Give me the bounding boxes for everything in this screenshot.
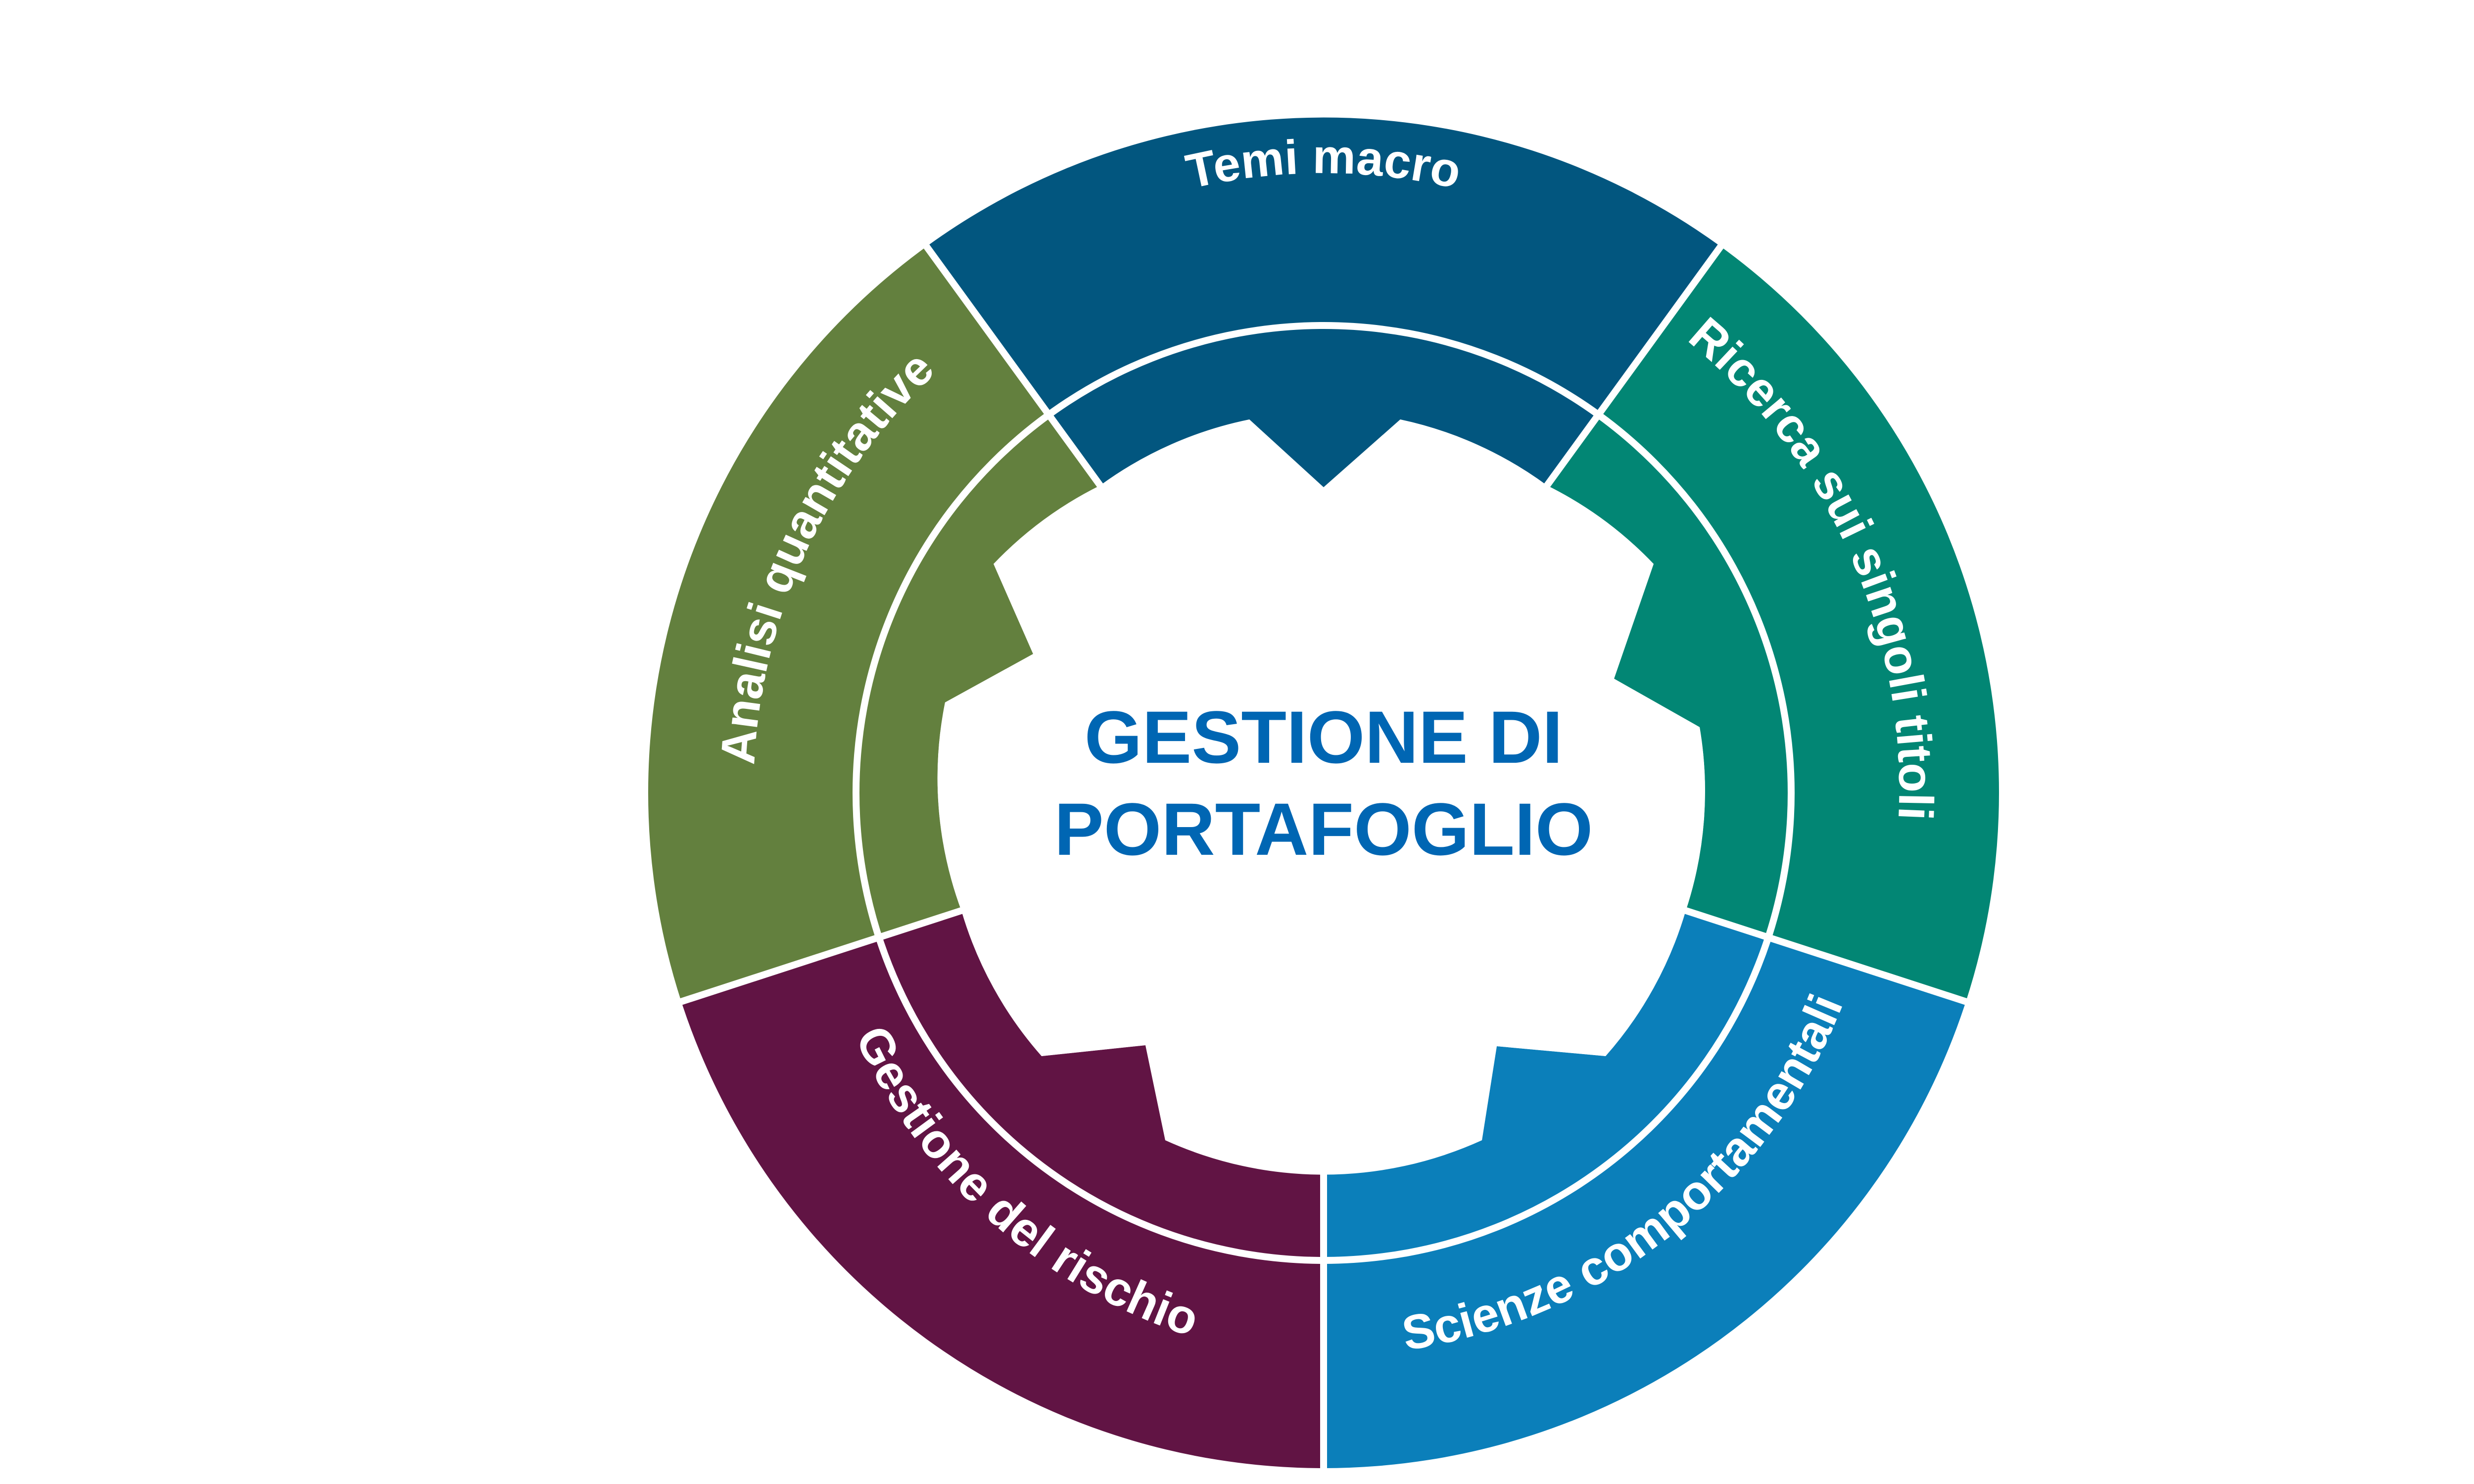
segment-ricerca-inner[interactable]: [1547, 415, 1792, 937]
center-disk: [937, 419, 1705, 1175]
segment-gestione-rischio-inner[interactable]: [879, 911, 1324, 1261]
segment-gestione-rischio[interactable]: [681, 937, 1324, 1468]
segment-temi-macro[interactable]: [927, 117, 1720, 415]
segment-scienze[interactable]: [1324, 937, 1966, 1468]
center-title-line2: PORTAFOGLIO: [1054, 788, 1593, 871]
wheel-segments: [648, 117, 1999, 1468]
center-title: GESTIONE DI PORTAFOGLIO: [1054, 696, 1593, 871]
center-title-line1: GESTIONE DI: [1085, 696, 1563, 779]
segment-ricerca[interactable]: [1598, 246, 1999, 1002]
segment-analisi-quantitative[interactable]: [648, 246, 1049, 1002]
segment-temi-macro-inner[interactable]: [1049, 325, 1598, 487]
segment-scienze-inner[interactable]: [1324, 911, 1768, 1260]
segment-analisi-quantitative-inner[interactable]: [856, 415, 1100, 937]
